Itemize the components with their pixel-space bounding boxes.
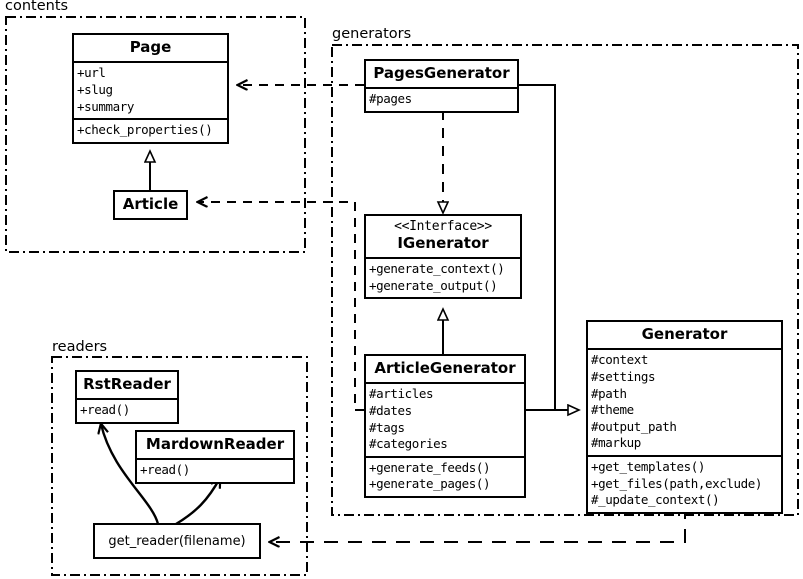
class-name-mardownreader: MardownReader	[145, 435, 285, 453]
method-item: +read()	[140, 462, 190, 478]
attribute-item: +summary	[77, 98, 135, 114]
class-box-pagesgenerator[interactable]: PagesGenerator #pages	[364, 59, 519, 113]
class-name-igenerator: <<Interface>> IGenerator	[366, 216, 520, 257]
class-name-label: IGenerator	[397, 233, 489, 252]
class-name-rstreader: RstReader	[83, 375, 171, 393]
attribute-item: #tags	[369, 419, 405, 435]
class-methods-mardownreader: +read()	[137, 460, 293, 482]
attribute-item: #dates	[369, 402, 412, 418]
class-name-articlegenerator: ArticleGenerator	[374, 359, 516, 377]
method-item: +get_templates()	[591, 459, 706, 474]
package-label-readers: readers	[51, 339, 111, 355]
class-name-page: Page	[129, 38, 172, 56]
attribute-item: #markup	[591, 435, 641, 451]
attribute-item: +slug	[77, 81, 113, 97]
class-methods-rstreader: +read()	[77, 400, 177, 422]
class-box-generator[interactable]: Generator #context #settings #path #them…	[586, 320, 783, 514]
attribute-item: #path	[591, 385, 627, 401]
attribute-item: +url	[77, 65, 106, 81]
attribute-item: #context	[591, 352, 649, 368]
attribute-item: #articles	[369, 386, 434, 402]
relation-articlegenerator-to-article	[198, 202, 364, 411]
class-box-articlegenerator[interactable]: ArticleGenerator #articles #dates #tags …	[364, 354, 526, 498]
function-label: get_reader(filename)	[108, 533, 246, 549]
class-box-igenerator[interactable]: <<Interface>> IGenerator +generate_conte…	[364, 214, 522, 300]
class-attributes-articlegenerator: #articles #dates #tags #categories	[366, 384, 524, 456]
class-name-pagesgenerator: PagesGenerator	[373, 64, 510, 82]
class-attributes-pagesgenerator: #pages	[366, 89, 517, 111]
class-box-page[interactable]: Page +url +slug +summary +check_properti…	[72, 33, 229, 144]
method-item: +read()	[80, 402, 130, 418]
class-methods-page: +check_properties()	[74, 120, 227, 142]
class-box-rstreader[interactable]: RstReader +read()	[75, 370, 179, 424]
class-name-article: Article	[122, 195, 179, 213]
relation-getreader-to-mardownreader	[175, 478, 220, 526]
class-attributes-generator: #context #settings #path #theme #output_…	[588, 350, 781, 455]
class-box-mardownreader[interactable]: MardownReader +read()	[135, 430, 295, 484]
method-item: +generate_feeds()	[369, 459, 491, 475]
method-item: +generate_output()	[369, 277, 498, 293]
attribute-item: #categories	[369, 436, 448, 452]
class-methods-generator: +get_templates() +get_files(path,exclude…	[588, 457, 781, 512]
method-item: +generate_pages()	[369, 476, 491, 492]
class-name-generator: Generator	[641, 325, 728, 343]
method-item: #_update_context()	[591, 492, 720, 508]
attribute-item: #settings	[591, 368, 656, 384]
attribute-item: #theme	[591, 402, 634, 418]
attribute-item: #pages	[369, 91, 412, 107]
method-item: +generate_context()	[369, 261, 505, 277]
class-stereotype-igenerator: <<Interface>>	[394, 219, 492, 234]
class-methods-igenerator: +generate_context() +generate_output()	[366, 259, 520, 297]
attribute-item: #output_path	[591, 418, 677, 434]
function-box-get-reader[interactable]: get_reader(filename)	[93, 523, 261, 559]
method-item: +check_properties()	[77, 122, 213, 138]
class-methods-articlegenerator: +generate_feeds() +generate_pages()	[366, 458, 524, 496]
class-attributes-page: +url +slug +summary	[74, 63, 227, 118]
package-label-generators: generators	[331, 26, 415, 42]
class-box-article[interactable]: Article	[113, 190, 188, 221]
package-label-contents: contents	[4, 0, 72, 14]
method-item: +get_files(path,exclude)	[591, 475, 763, 491]
